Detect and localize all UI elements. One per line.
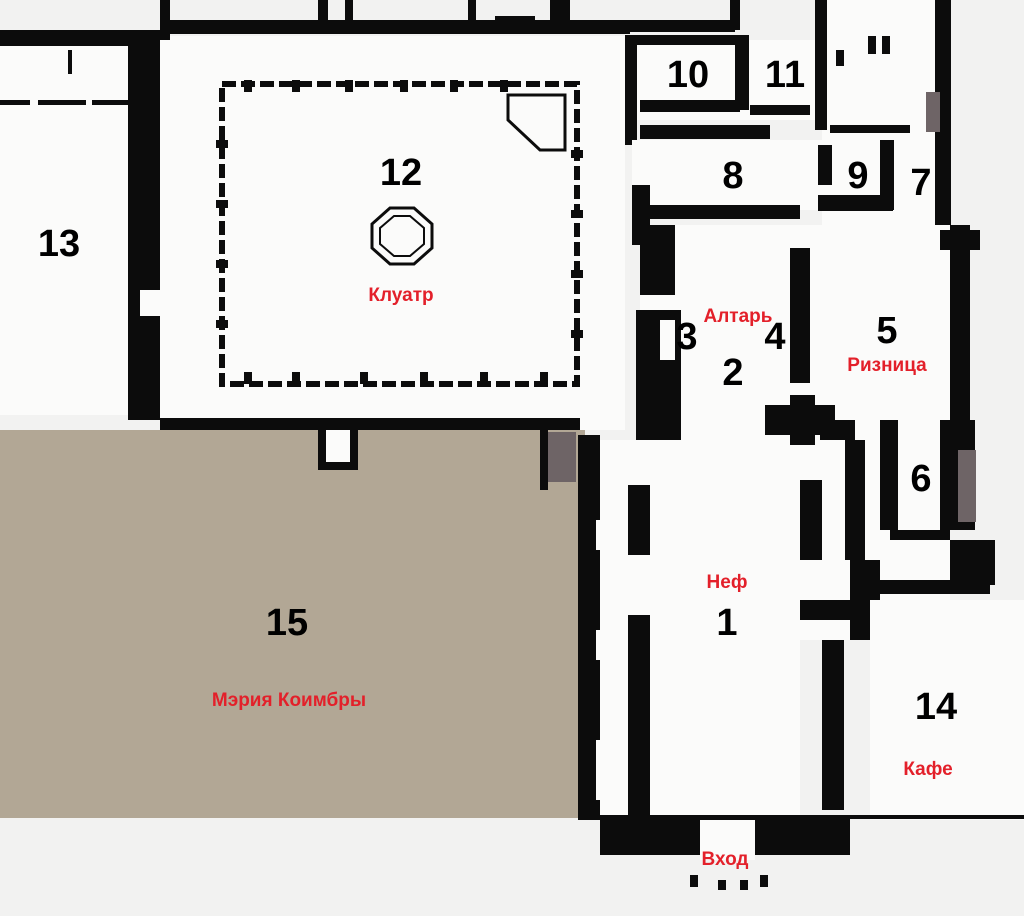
room-number-5: 5 <box>876 310 897 352</box>
room-number-15: 15 <box>266 602 308 644</box>
room-number-9: 9 <box>847 155 868 197</box>
room-name-1: Неф <box>707 572 748 593</box>
room-number-12: 12 <box>380 152 422 194</box>
entrance-label: Вход <box>702 849 749 870</box>
room-name-15: Мэрия Коимбры <box>212 690 366 711</box>
room-labels: 1 Неф 2 Алтарь 3 4 5 Ризница 6 7 8 9 10 … <box>38 54 957 870</box>
room-number-13: 13 <box>38 223 80 265</box>
room-number-1: 1 <box>716 602 737 644</box>
cloister-walls <box>160 0 630 470</box>
room-number-10: 10 <box>667 54 709 96</box>
room-number-8: 8 <box>722 155 743 197</box>
room-number-7: 7 <box>910 162 931 204</box>
church-walls <box>540 0 1024 890</box>
room-number-4: 4 <box>764 316 785 358</box>
room-13-walls <box>0 30 165 420</box>
room-number-14: 14 <box>915 686 957 728</box>
town-hall-area <box>0 430 585 818</box>
room-number-2: 2 <box>722 352 743 394</box>
room-name-2: Алтарь <box>704 306 773 327</box>
room-number-6: 6 <box>910 458 931 500</box>
room-number-3: 3 <box>676 316 697 358</box>
room-name-12: Клуатр <box>368 285 433 306</box>
room-name-5: Ризница <box>847 355 927 376</box>
cloister-buttresses <box>216 80 583 384</box>
room-name-14: Кафе <box>903 759 952 780</box>
room-number-11: 11 <box>765 54 805 96</box>
fountain-icon <box>370 206 434 266</box>
